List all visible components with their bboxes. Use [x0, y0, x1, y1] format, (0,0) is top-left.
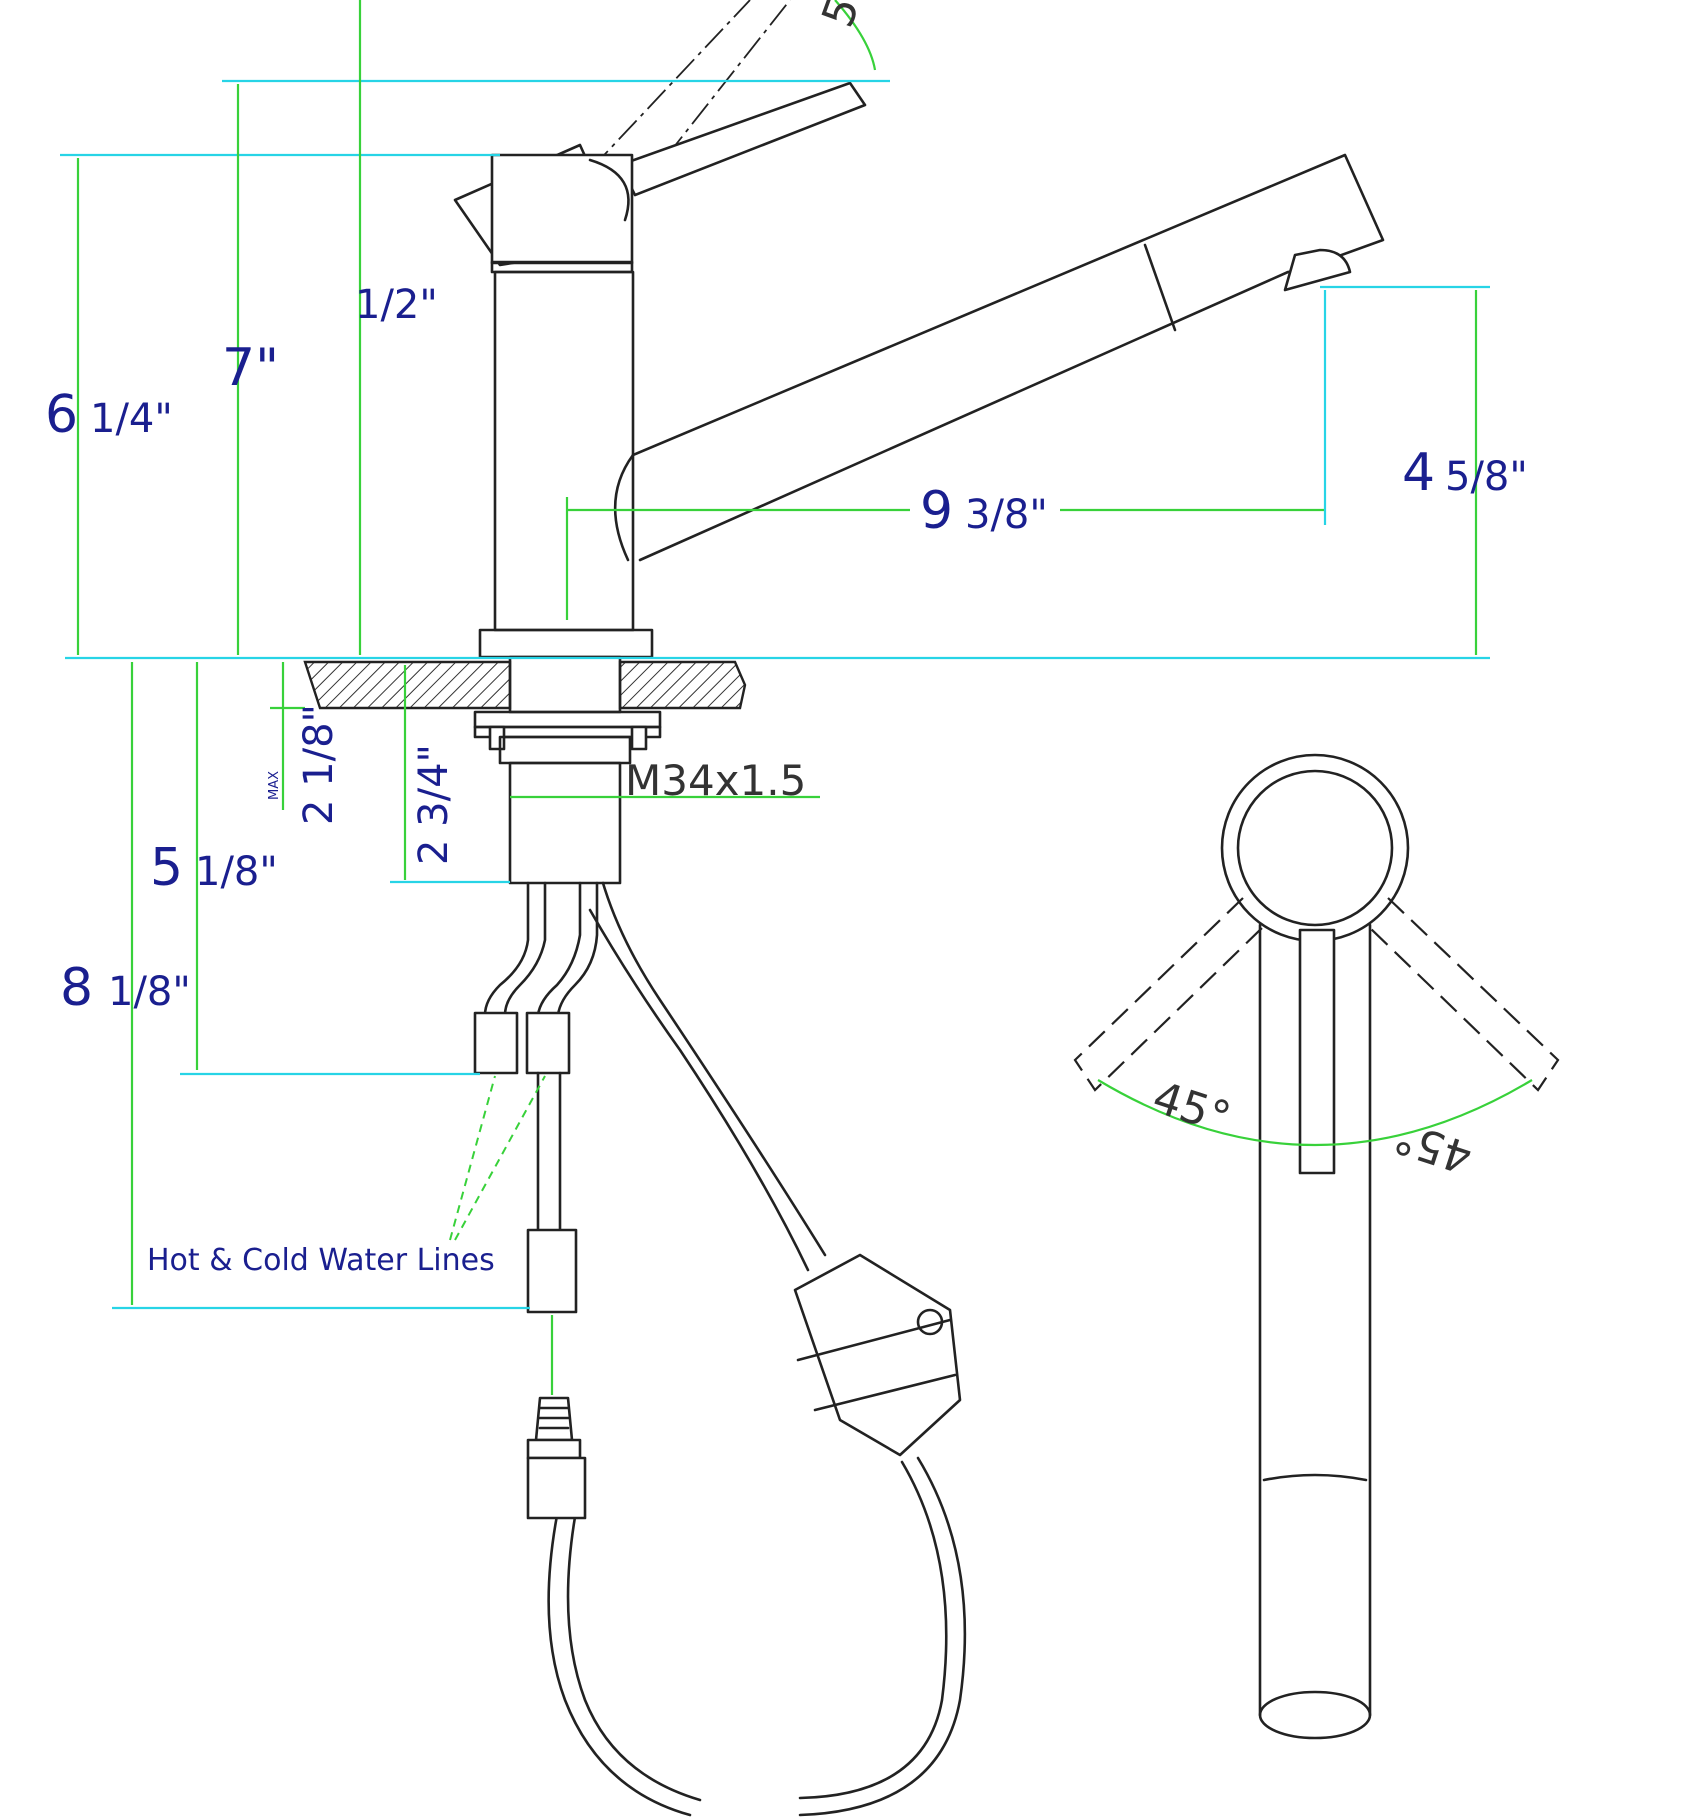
- svg-text:MAX: MAX: [267, 771, 282, 800]
- handle-raised-phantom: [589, 0, 791, 191]
- mounting-shank: [473, 655, 662, 885]
- svg-text:9: 9: [920, 481, 953, 541]
- label-spout-reach: 9 3/8": [920, 481, 1048, 541]
- label-angle-top: 5°: [812, 0, 877, 34]
- label-rotation-left: 45°: [1147, 1072, 1237, 1145]
- label-handle-height: 7": [222, 338, 279, 398]
- top-view: [1073, 753, 1560, 1740]
- svg-text:6: 6: [45, 385, 78, 445]
- label-deck-thickness: MAX 2 1/8": [267, 704, 342, 825]
- label-body-height: 6 1/4": [45, 385, 173, 445]
- svg-text:1/8": 1/8": [108, 969, 191, 1015]
- dimension-lines: [60, 0, 1490, 1395]
- pullout-hose: [526, 881, 967, 1817]
- label-rotation-right: 45°: [1388, 1110, 1478, 1183]
- handle-lever: [453, 81, 867, 267]
- label-overall-height: 1/2": [355, 282, 438, 328]
- svg-text:1/8": 1/8": [195, 849, 278, 895]
- callout-water-lines: Hot & Cold Water Lines: [147, 1243, 495, 1278]
- side-view: [60, 0, 1490, 1817]
- svg-text:8: 8: [60, 958, 93, 1018]
- svg-text:2 1/8": 2 1/8": [296, 704, 342, 825]
- label-hose-length-b: 8 1/8": [60, 958, 191, 1018]
- svg-text:3/8": 3/8": [965, 492, 1048, 538]
- label-shank-length: 2 3/4": [411, 744, 457, 865]
- deck-section: [303, 660, 747, 710]
- svg-text:4: 4: [1402, 443, 1435, 503]
- label-thread-spec: M34x1.5: [625, 756, 806, 805]
- spout: [613, 153, 1385, 562]
- label-hose-length-a: 5 1/8": [150, 838, 278, 898]
- svg-text:5: 5: [150, 838, 183, 898]
- label-spout-clearance: 4 5/8": [1402, 443, 1528, 503]
- svg-text:5/8": 5/8": [1445, 454, 1528, 500]
- svg-text:1/4": 1/4": [90, 396, 173, 442]
- water-lines: [473, 881, 599, 1314]
